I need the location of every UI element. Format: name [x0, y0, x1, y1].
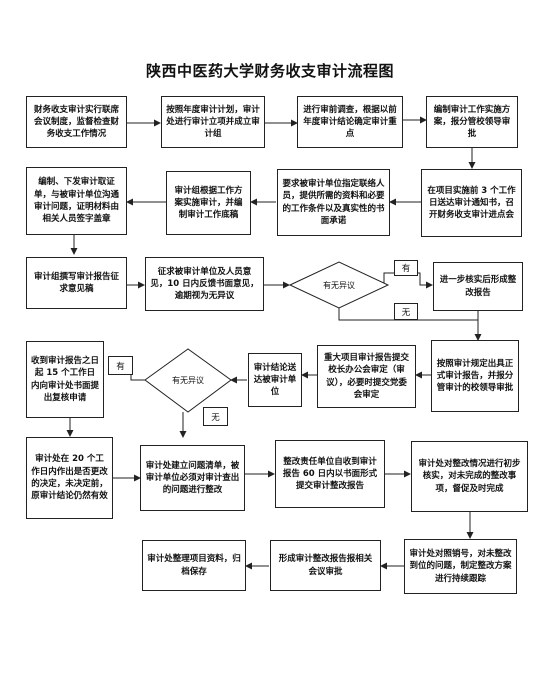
- arrow-d1-yes: [383, 272, 433, 289]
- step-deliver-conclusion-box: 审计结论送达被审计单位: [248, 353, 302, 407]
- step-submit-rectification-box: 整改责任单位自收到审计报告 60 日内以书面形式提交审计整改报告: [275, 440, 385, 508]
- step-formal-report-box: 按照审计规定出具正式审计报告，并报分管审计的校领导审批: [431, 340, 519, 412]
- step-solicit-opinions-box: 征求被审计单位及人员意见，10 日内反馈书面意见，逾期视为无异议: [145, 257, 264, 311]
- step-audit-project-box: 按照年度审计计划，审计处进行审计立项并成立审计组: [161, 96, 265, 148]
- step-rectification-approval-box: 形成审计整改报告报相关会议审批: [270, 540, 381, 591]
- step-review-decision-box: 审计处在 20 个工作日内作出是否更改的决定，未决定前，原审计结论仍然有效: [26, 437, 113, 519]
- branch-no-label-2: 无: [203, 407, 228, 426]
- step-pre-investigation-box: 进行审前调查，根据以前年度审计结论确定审计重点: [297, 96, 403, 148]
- branch-yes-label-2: 有: [108, 356, 133, 375]
- decision-diamond-2: [144, 348, 232, 413]
- step-rectification-report-box: 进一步核实后形成整改报告: [433, 262, 523, 311]
- step-audit-notice-box: 在项目实施前 3 个工作日送达审计通知书，召开财务收支审计进点会: [421, 169, 522, 237]
- decision-diamond-1: [288, 261, 390, 309]
- step-liaison-materials-box: 要求被审计单位指定联络人员，提供所需的资料和必要的工作条件以及真实性的书面承诺: [277, 169, 390, 236]
- page-title: 陕西中医药大学财务收支审计流程图: [145, 62, 394, 80]
- step-implement-audit-box: 审计组根据工作方案实施审计，并编制审计工作底稿: [166, 171, 251, 235]
- arrow-d1-no: [338, 308, 482, 341]
- step-joint-meeting-box: 财务收支审计实行联席会议制度，监督检查财务收支工作情况: [26, 96, 127, 148]
- step-archive-box: 审计处整理项目资料，归档保存: [142, 540, 246, 591]
- step-work-plan-box: 编制审计工作实施方案，报分管校领导审批: [426, 96, 518, 148]
- branch-no-label-1: 无: [394, 303, 418, 320]
- step-problem-list-box: 审计处建立问题清单，被审计单位必须对审计查出的问题进行整改: [140, 445, 245, 511]
- step-major-project-review-box: 重大项目审计报告提交校长办公会审定（审议），必要时提交党委会审定: [317, 345, 416, 408]
- branch-yes-label-1: 有: [394, 260, 418, 276]
- step-initial-verification-box: 审计处对整改情况进行初步核实，对未完成的整改事项，督促及时完成: [411, 441, 528, 512]
- step-evidence-sheet-box: 编制、下发审计取证单，与被审计单位沟通审计问题，证明材料由相关人员签字盖章: [26, 167, 127, 235]
- decision-objection-label-1: 有无异议: [323, 280, 355, 290]
- decision-objection-label-2: 有无异议: [172, 375, 204, 385]
- step-draft-report-box: 审计组撰写审计报告征求意见稿: [26, 257, 127, 309]
- step-follow-up-box: 审计处对照销号，对未整改到位的问题，制定整改方案进行持续跟踪: [404, 539, 517, 594]
- step-review-application-box: 收到审计报告之日起 15 个工作日内向审计处书面提出复核申请: [26, 341, 104, 418]
